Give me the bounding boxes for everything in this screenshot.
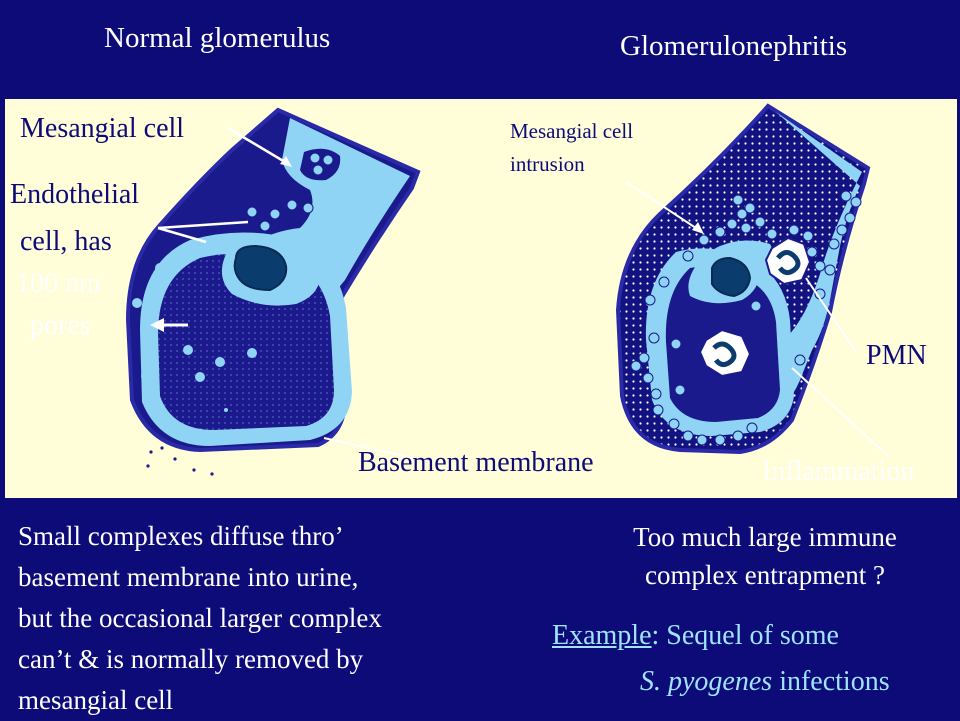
label-inflammation: Inflammation [762, 456, 915, 487]
left-nucleus [233, 244, 288, 292]
label-pmn: PMN [866, 340, 927, 371]
label-basement-membrane: Basement membrane [358, 447, 594, 478]
endothelial-arrow-1 [157, 220, 249, 230]
bottom-left-line-4: can’t & is normally removed by [18, 644, 364, 674]
inflammation-arrow [791, 367, 889, 457]
label-endothelial-3: 100 nm [16, 268, 101, 299]
bottom-left-line-2: basement membrane into urine, [18, 562, 359, 592]
pmn-cell-1 [698, 328, 752, 378]
species-line: S. pyogenes infections [640, 666, 890, 698]
intrusion-arrow [625, 181, 703, 233]
glomerulonephritis [615, 103, 889, 457]
endothelial-arrow-2 [157, 226, 207, 244]
bottom-right-line-1: Too much large immune [633, 522, 897, 552]
bottom-left-line-5: mesangial cell [18, 685, 174, 715]
basement-arrow [323, 437, 431, 463]
mesangial-arrow [227, 126, 291, 167]
right-nucleus [711, 256, 752, 298]
bottom-left-line-3: but the occasional larger complex [18, 603, 382, 633]
normal-glomerulus [125, 107, 431, 476]
bottom-left-text: Small complexes diffuse thro’ basement m… [18, 516, 382, 721]
bottom-right-question: Too much large immune complex entrapment… [588, 518, 942, 594]
example-word: Example [552, 620, 652, 651]
bottom-left-line-1: Small complexes diffuse thro’ [18, 521, 344, 551]
pmn-cell-2 [764, 236, 812, 286]
title-normal-glomerulus: Normal glomerulus [104, 22, 331, 54]
label-endothelial-1: Endothelial [10, 179, 140, 210]
pore-arrow [150, 318, 164, 332]
label-mesangial-intrusion-1: Mesangial cell [510, 119, 634, 143]
example-line: Example: Sequel of some [552, 620, 839, 652]
species-name: S. pyogenes [640, 666, 773, 697]
infections-word: infections [772, 666, 890, 697]
label-endothelial-2: cell, has [20, 226, 112, 257]
pmn-arrow [805, 277, 857, 353]
label-mesangial-intrusion-2: intrusion [510, 152, 585, 176]
title-glomerulonephritis: Glomerulonephritis [620, 30, 848, 62]
label-mesangial-cell: Mesangial cell [20, 113, 185, 144]
example-rest: : Sequel of some [651, 620, 839, 651]
bottom-right-line-2: complex entrapment ? [645, 560, 885, 590]
label-endothelial-4: pores [30, 310, 91, 341]
